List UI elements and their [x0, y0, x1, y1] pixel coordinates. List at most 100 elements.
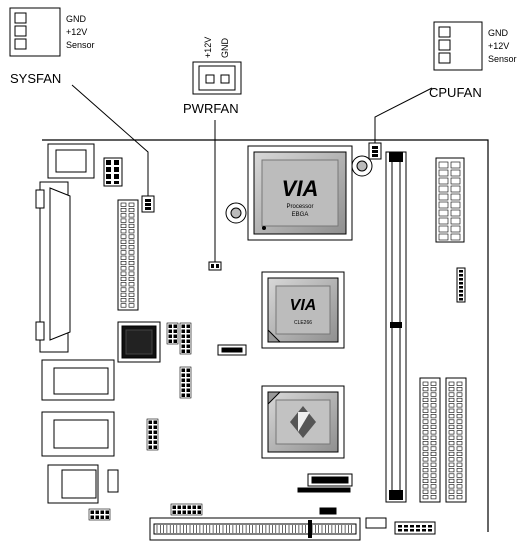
- pin: [181, 344, 185, 348]
- pin-cluster-outline: [146, 418, 159, 451]
- pin: [448, 478, 455, 484]
- pin: [120, 298, 127, 303]
- pin-cluster: [88, 508, 111, 521]
- pin: [168, 339, 172, 343]
- dimm-slot: [385, 151, 407, 503]
- pin: [456, 446, 463, 451]
- pin: [197, 505, 201, 509]
- pin: [398, 529, 402, 532]
- pin: [186, 324, 190, 328]
- pin: [422, 419, 429, 424]
- pin: [459, 286, 463, 289]
- ide-header-right-1: [419, 377, 441, 503]
- cpufan-title: CPUFAN: [429, 85, 482, 100]
- sysfan-onboard-header: [141, 195, 155, 213]
- pin: [438, 177, 449, 185]
- pin: [128, 282, 135, 287]
- pin: [182, 505, 186, 509]
- pin: [177, 510, 181, 514]
- pin: [173, 339, 177, 343]
- pin: [456, 495, 463, 500]
- pin: [410, 525, 414, 528]
- pin: [186, 388, 190, 392]
- pin: [448, 419, 455, 424]
- pin: [448, 489, 455, 494]
- pin: [430, 403, 437, 408]
- pin: [197, 510, 201, 514]
- bottom-right-header: [394, 521, 436, 535]
- pin: [430, 478, 437, 484]
- pin: [422, 414, 429, 419]
- pin: [430, 419, 437, 424]
- pin: [450, 201, 461, 209]
- pin: [430, 392, 437, 397]
- pin: [120, 202, 127, 207]
- pin: [148, 425, 152, 429]
- pin: [448, 408, 455, 413]
- northbridge-label: CLE266: [294, 320, 312, 326]
- pin: [450, 161, 461, 169]
- pin: [448, 457, 455, 462]
- pin: [181, 334, 185, 338]
- pin: [148, 420, 152, 424]
- pin: [438, 201, 449, 209]
- pin: [100, 510, 104, 514]
- super-io-chip: [117, 321, 161, 363]
- pin: [456, 457, 463, 462]
- sysfan-connector-detail: GND +12V Sensor SYSFAN: [9, 7, 95, 86]
- pin: [128, 255, 135, 260]
- pin: [181, 339, 185, 343]
- pin: [448, 403, 455, 408]
- pin: [422, 424, 429, 430]
- pin: [456, 403, 463, 408]
- pin: [422, 392, 429, 397]
- cpufan-leader-line: [374, 87, 433, 143]
- pin: [181, 373, 185, 377]
- pin: [128, 218, 135, 223]
- pin: [128, 271, 135, 276]
- cpu-logo: VIA: [282, 176, 319, 201]
- pin: [438, 225, 449, 233]
- pin-cluster: [179, 366, 192, 399]
- pin: [120, 287, 127, 292]
- pin: [422, 430, 429, 435]
- pin: [456, 473, 463, 478]
- pin: [153, 445, 157, 449]
- back-panel-io: [35, 143, 115, 504]
- pin: [430, 397, 437, 403]
- pin: [148, 430, 152, 434]
- pin: [128, 213, 135, 218]
- pin: [182, 510, 186, 514]
- pin: [430, 424, 437, 430]
- pin: [186, 349, 190, 353]
- pin: [422, 495, 429, 500]
- pin: [120, 292, 127, 297]
- pin: [128, 298, 135, 303]
- pin: [105, 510, 109, 514]
- pin: [448, 414, 455, 419]
- pin: [422, 397, 429, 403]
- pin: [120, 260, 127, 266]
- pin: [422, 529, 426, 532]
- atx-power-connector: [435, 157, 465, 243]
- pin: [90, 510, 94, 514]
- pin: [422, 484, 429, 489]
- cpufan-onboard-header: [368, 142, 382, 160]
- pin: [456, 468, 463, 473]
- pin: [186, 334, 190, 338]
- pin: [456, 462, 463, 467]
- pin: [128, 202, 135, 207]
- pin: [120, 234, 127, 239]
- pin: [120, 239, 127, 244]
- pin: [456, 451, 463, 457]
- pin: [448, 387, 455, 392]
- sysfan-pin-1-label: GND: [66, 14, 87, 24]
- pin: [148, 440, 152, 444]
- pin-cluster-outline: [166, 322, 179, 345]
- pin: [428, 529, 432, 532]
- pin: [456, 408, 463, 413]
- pin: [186, 373, 190, 377]
- pin: [422, 435, 429, 440]
- pin: [438, 217, 449, 225]
- pin: [456, 397, 463, 403]
